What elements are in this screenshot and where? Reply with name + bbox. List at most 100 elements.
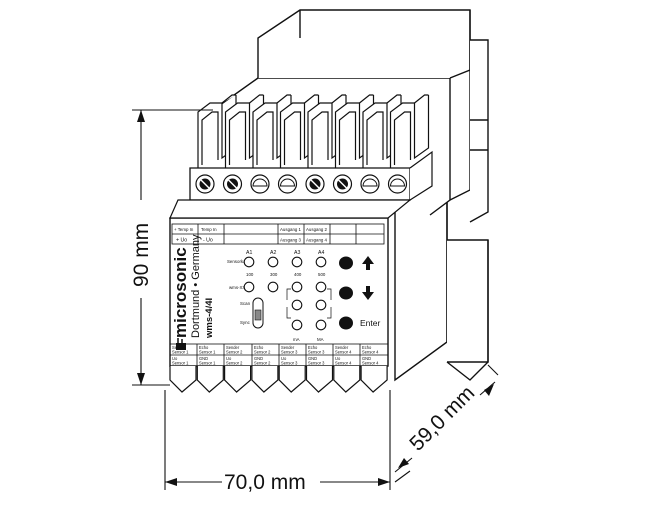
channel-a3: A3 — [294, 250, 300, 256]
bottom-terminal-text: Echo — [308, 345, 318, 350]
terminal-fin — [389, 94, 430, 168]
sensor-row-label: Sensorkanal — [227, 259, 251, 264]
type-value-2: 300 — [270, 272, 278, 277]
enter-label: Enter — [360, 318, 380, 328]
type-value-3: 400 — [294, 272, 302, 277]
terminal-screw[interactable] — [195, 174, 215, 194]
type-value-1: 100 — [246, 272, 254, 277]
bottom-terminal-text: GND — [362, 356, 371, 361]
bottom-terminal-text: Sensor 1 — [199, 350, 216, 355]
led-indicator — [291, 319, 303, 331]
terminal-tooth — [169, 366, 197, 393]
terminal-tooth — [196, 366, 224, 393]
terminal-screw[interactable] — [305, 174, 325, 194]
terminal-label-ausgang-2: Ausgang 2 — [306, 227, 328, 232]
terminal-label-uo-plus: + Uo — [176, 238, 187, 244]
sync-label: Sync — [240, 320, 251, 325]
arrow-up-icon — [362, 256, 374, 270]
bottom-terminal-text: Sensor 3 — [281, 361, 298, 366]
bottom-terminal-text: Sender — [335, 345, 349, 350]
brand-block: microsonic Dortmund • Germany wms-4/4I — [171, 234, 215, 339]
terminal-label-ausgang-1: Ausgang 1 — [280, 227, 302, 232]
dimension-height: 90 mm — [130, 223, 153, 287]
led-indicator — [291, 256, 303, 268]
terminal-tooth — [333, 366, 361, 393]
dimension-arrows — [137, 110, 494, 486]
top-screws — [195, 174, 408, 194]
bottom-terminal-text: Uo — [226, 356, 232, 361]
top-terminal-strip — [189, 150, 433, 201]
bottom-terminal-text: Sensor 2 — [254, 350, 271, 355]
scan-label: Scan — [240, 301, 251, 306]
terminal-label-ausgang-3: Ausgang 3 — [280, 238, 302, 243]
bottom-terminal-text: Sensor 3 — [308, 361, 325, 366]
bottom-value-1: mA — [293, 337, 300, 342]
terminal-tooth — [224, 366, 252, 393]
enter-button[interactable]: Enter — [339, 316, 380, 330]
bottom-terminal-text: Uo — [172, 356, 178, 361]
channel-a4: A4 — [318, 250, 324, 256]
bottom-terminal-teeth — [169, 366, 388, 393]
terminal-tooth — [305, 366, 334, 393]
bottom-terminal-text: Uo — [335, 356, 341, 361]
arrow-down-icon — [362, 286, 374, 300]
channel-a1: A1 — [246, 250, 252, 256]
bottom-terminal-text: Sender — [226, 345, 240, 350]
terminal-label-temp-in: Temp In — [201, 227, 217, 232]
led-indicator — [315, 281, 327, 293]
down-button[interactable] — [339, 286, 374, 300]
model-name: wms-4/4I — [204, 298, 215, 339]
led-indicator — [315, 319, 327, 331]
led-indicator — [291, 281, 303, 293]
terminal-screw[interactable] — [222, 174, 243, 194]
brand-name: microsonic — [171, 247, 190, 338]
bottom-terminal-text: Sensor 2 — [226, 350, 243, 355]
bottom-terminal-text: GND — [308, 356, 317, 361]
bottom-terminal-text: Sensor 4 — [335, 350, 352, 355]
bottom-terminal-text: Sender — [281, 345, 295, 350]
channel-a2: A2 — [270, 250, 276, 256]
dimension-depth: 59,0 mm — [405, 381, 479, 455]
bottom-terminal-text: Uo — [281, 356, 287, 361]
terminal-tooth — [360, 366, 388, 393]
led-indicator — [267, 256, 279, 268]
bottom-terminal-text: GND — [199, 356, 208, 361]
terminal-tooth — [251, 366, 279, 393]
terminal-screw[interactable] — [332, 174, 353, 194]
front-panel: + Temp In + Uo Temp In - Uo Ausgang 1 Au… — [169, 199, 412, 367]
type-value-4: 500 — [318, 272, 326, 277]
terminal-fins — [197, 94, 430, 168]
bottom-terminal-text: Echo — [199, 345, 209, 350]
switch-lever — [254, 309, 262, 321]
terminal-screw[interactable] — [387, 174, 408, 194]
bottom-terminal-text: Sensor 2 — [254, 361, 271, 366]
led-indicator — [267, 281, 279, 293]
bottom-terminal-text: Sensor 4 — [362, 361, 379, 366]
bottom-terminal-text: Sensor 1 — [172, 361, 189, 366]
dimension-width: 70,0 mm — [224, 471, 306, 494]
bottom-terminal-text: Sensor 1 — [199, 361, 216, 366]
led-grid — [243, 256, 327, 331]
bottom-terminal-text: GND — [254, 356, 263, 361]
terminal-screw[interactable] — [360, 174, 380, 194]
bottom-terminal-text: Sensor 1 — [172, 350, 189, 355]
bottom-terminal-text: Sensor 4 — [362, 350, 379, 355]
terminal-screw[interactable] — [250, 174, 270, 194]
terminal-screw[interactable] — [277, 174, 298, 194]
brand-logo — [176, 338, 186, 350]
brand-location: Dortmund • Germany — [190, 234, 202, 338]
led-indicator — [243, 281, 255, 293]
up-button[interactable] — [339, 256, 374, 270]
bottom-terminal-text: Echo — [254, 345, 264, 350]
led-indicator — [291, 299, 303, 311]
terminal-label-uo-minus: - Uo — [203, 238, 213, 244]
type-row-label: wms-XXX — [229, 285, 248, 290]
led-indicator — [315, 299, 327, 311]
led-indicator — [315, 256, 327, 268]
bottom-terminal-text: Sensor 4 — [335, 361, 352, 366]
bottom-terminal-text: Sensor 3 — [308, 350, 325, 355]
bottom-value-2: MA — [317, 337, 324, 342]
